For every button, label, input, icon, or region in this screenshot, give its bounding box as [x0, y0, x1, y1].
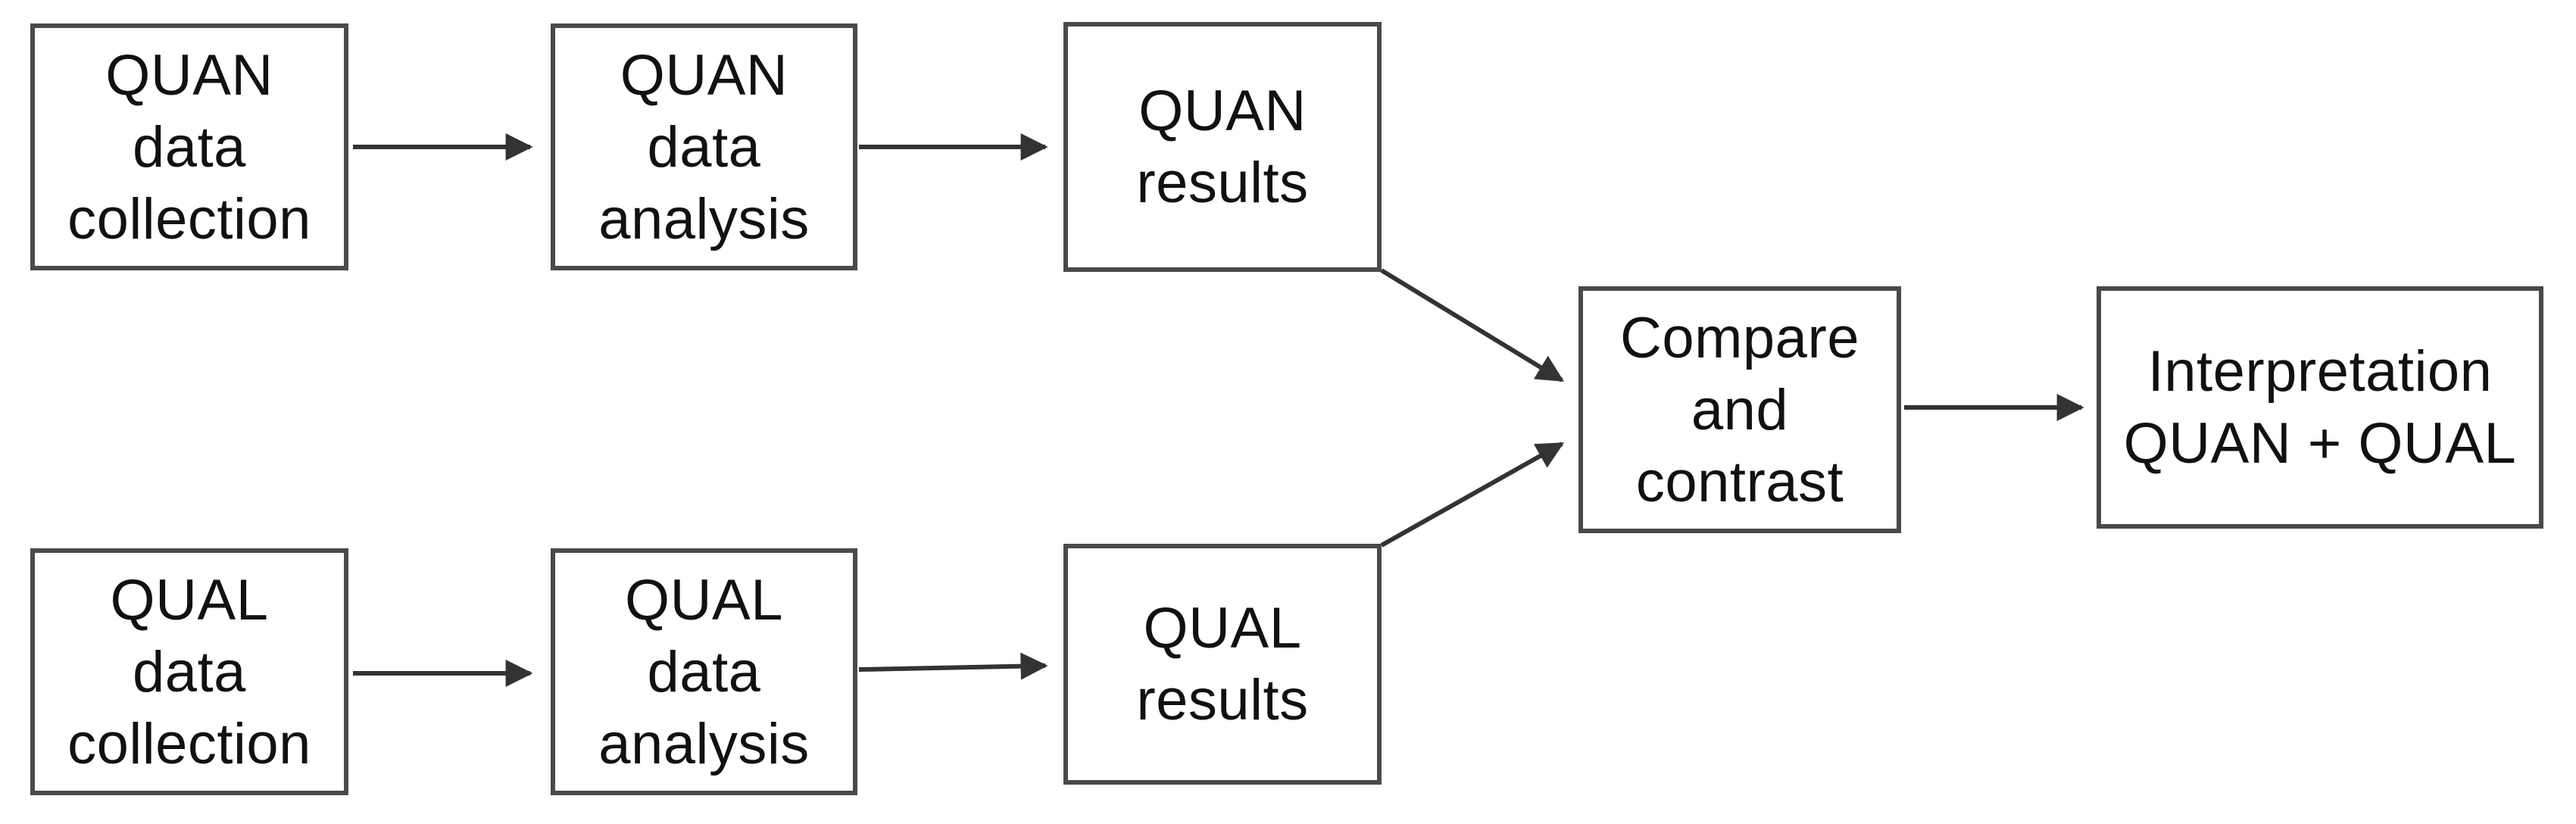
- arrow-quan-results-to-compare: [1380, 268, 1565, 382]
- node-quan-results: QUAN results: [1063, 22, 1382, 272]
- node-compare-and-contrast: Compare and contrast: [1578, 286, 1901, 533]
- node-quan-data-analysis: QUAN data analysis: [551, 23, 857, 270]
- node-interpretation: Interpretation QUAN + QUAL: [2097, 286, 2543, 529]
- arrow-qual-analysis-to-results: [858, 652, 1048, 680]
- node-quan-data-collection-label: QUAN data collection: [67, 42, 311, 251]
- node-qual-data-collection-label: QUAL data collection: [67, 567, 311, 776]
- node-quan-data-collection: QUAN data collection: [30, 23, 348, 270]
- node-quan-data-analysis-label: QUAN data analysis: [598, 42, 810, 251]
- node-compare-and-contrast-label: Compare and contrast: [1619, 305, 1860, 514]
- node-qual-data-analysis-label: QUAL data analysis: [598, 567, 810, 776]
- node-interpretation-label: Interpretation QUAN + QUAL: [2123, 339, 2517, 476]
- node-qual-results-label: QUAL results: [1136, 596, 1309, 732]
- node-quan-results-label: QUAN results: [1136, 79, 1309, 215]
- node-qual-results: QUAL results: [1063, 544, 1382, 785]
- node-qual-data-collection: QUAL data collection: [30, 548, 348, 795]
- arrow-qual-results-to-compare: [1380, 442, 1565, 548]
- node-qual-data-analysis: QUAL data analysis: [551, 548, 857, 795]
